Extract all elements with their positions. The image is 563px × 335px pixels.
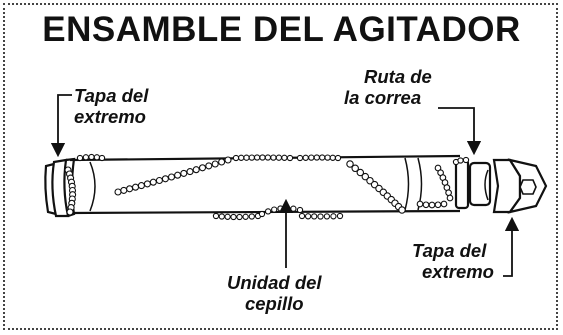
bristle-tuft [218,213,225,220]
bristle-tuft [174,171,182,179]
callout-belt-path-line2: la correa [344,87,422,108]
callout-end-cap-right-line2: extremo [422,261,494,282]
bristle-tuft [457,157,464,164]
bristle-tuft [248,154,255,161]
bristle-tuft [313,154,320,161]
bristle-tuft [462,156,470,164]
bristle-tuft [98,154,106,162]
bristle-tuft [334,154,342,162]
bristle-tuft [277,205,284,212]
bristle-tuft [126,185,134,193]
bristle-tuft [232,154,240,162]
callout-belt-path: Ruta de la correa [344,66,432,108]
bristle-tuft [296,206,304,214]
callout-brush-unit-line1: Unidad del [227,272,322,293]
bristle-tuft [248,213,255,220]
diagram-title: ENSAMBLE DEL AGITADOR [42,10,521,49]
bristle-tuft [243,154,250,161]
callout-brush-unit-line2: cepillo [244,293,304,314]
bristle-tuft [242,213,249,220]
bristle-tuft [211,160,219,168]
bristle-spiral [64,153,470,221]
bristle-tuft [434,201,442,209]
bristle-tuft [212,212,220,220]
bristle-tuft [398,206,406,214]
bristle-tuft [143,180,151,188]
callout-brush-unit: Unidad del cepillo [227,272,322,314]
bristle-tuft [205,162,213,170]
bristle-tuft [275,154,283,161]
bristle-tuft [230,213,237,221]
bristle-tuft [167,173,176,181]
bristle-tuft [180,169,188,177]
bristle-tuft [224,213,231,220]
callout-end-cap-left-line2: extremo [74,106,146,127]
bristle-tuft [422,201,430,209]
bristle-tuft [161,175,169,183]
right-end-cap [454,158,548,214]
bristle-tuft [445,189,452,197]
bristle-tuft [253,154,261,161]
bristle-tuft [93,154,101,161]
bristle-tuft [366,176,374,185]
bristle-tuft [329,154,336,161]
bristle-tuft [186,168,194,176]
bristle-tuft [88,153,95,161]
bristle-tuft [346,160,354,168]
left-end-cap [44,157,76,218]
bristle-tuft [224,156,232,164]
callout-end-cap-right: Tapa del extremo [412,240,494,282]
bristle-tuft [120,186,128,194]
bristle-tuft [264,154,272,161]
bristle-tuft [311,213,318,220]
bristle-tuft [236,213,243,221]
bristle-tuft [264,208,272,215]
bristle-tuft [76,154,84,162]
bristle-tuft [66,208,74,216]
bristle-tuft [131,183,140,191]
callout-end-cap-left-line1: Tapa del [74,85,149,106]
bristle-tuft [281,154,288,161]
bristle-tuft [238,154,245,161]
bristle-tuft [317,213,324,220]
bristle-tuft [271,206,278,213]
bristle-tuft [330,213,337,220]
bristle-tuft [336,212,344,220]
callout-leaders [50,94,520,277]
bristle-tuft [361,172,370,181]
bristle-tuft [259,154,266,161]
bristle-tuft [324,154,331,161]
bristle-tuft [416,200,424,208]
bristle-tuft [319,154,326,161]
bristle-tuft [137,182,145,190]
bristle-tuft [198,164,207,172]
bristle-tuft [155,176,163,185]
bristle-tuft [258,210,266,218]
bristle-tuft [440,200,448,208]
bristle-tuft [82,154,90,161]
bristle-tuft [302,154,309,161]
callout-end-cap-left: Tapa del extremo [74,85,148,127]
callout-belt-path-line1: Ruta de [364,66,432,87]
bristle-tuft [356,168,365,177]
callout-end-cap-right-line1: Tapa del [412,240,487,261]
bristle-tuft [114,188,122,196]
bristle-tuft [218,158,226,166]
bristle-tuft [298,212,306,220]
bristle-tuft [286,154,294,162]
bristle-tuft [270,154,277,161]
bristle-tuft [323,213,331,220]
bristle-tuft [296,154,304,162]
bristle-tuft [308,154,315,161]
bristle-tuft [192,166,200,174]
bristle-tuft [428,201,436,209]
bristle-tuft [351,164,359,173]
bristle-tuft [304,213,312,220]
bristle-tuft [149,178,157,186]
diagram-frame [3,3,558,330]
bristle-tuft [446,194,454,202]
bristle-tuft [290,205,297,212]
